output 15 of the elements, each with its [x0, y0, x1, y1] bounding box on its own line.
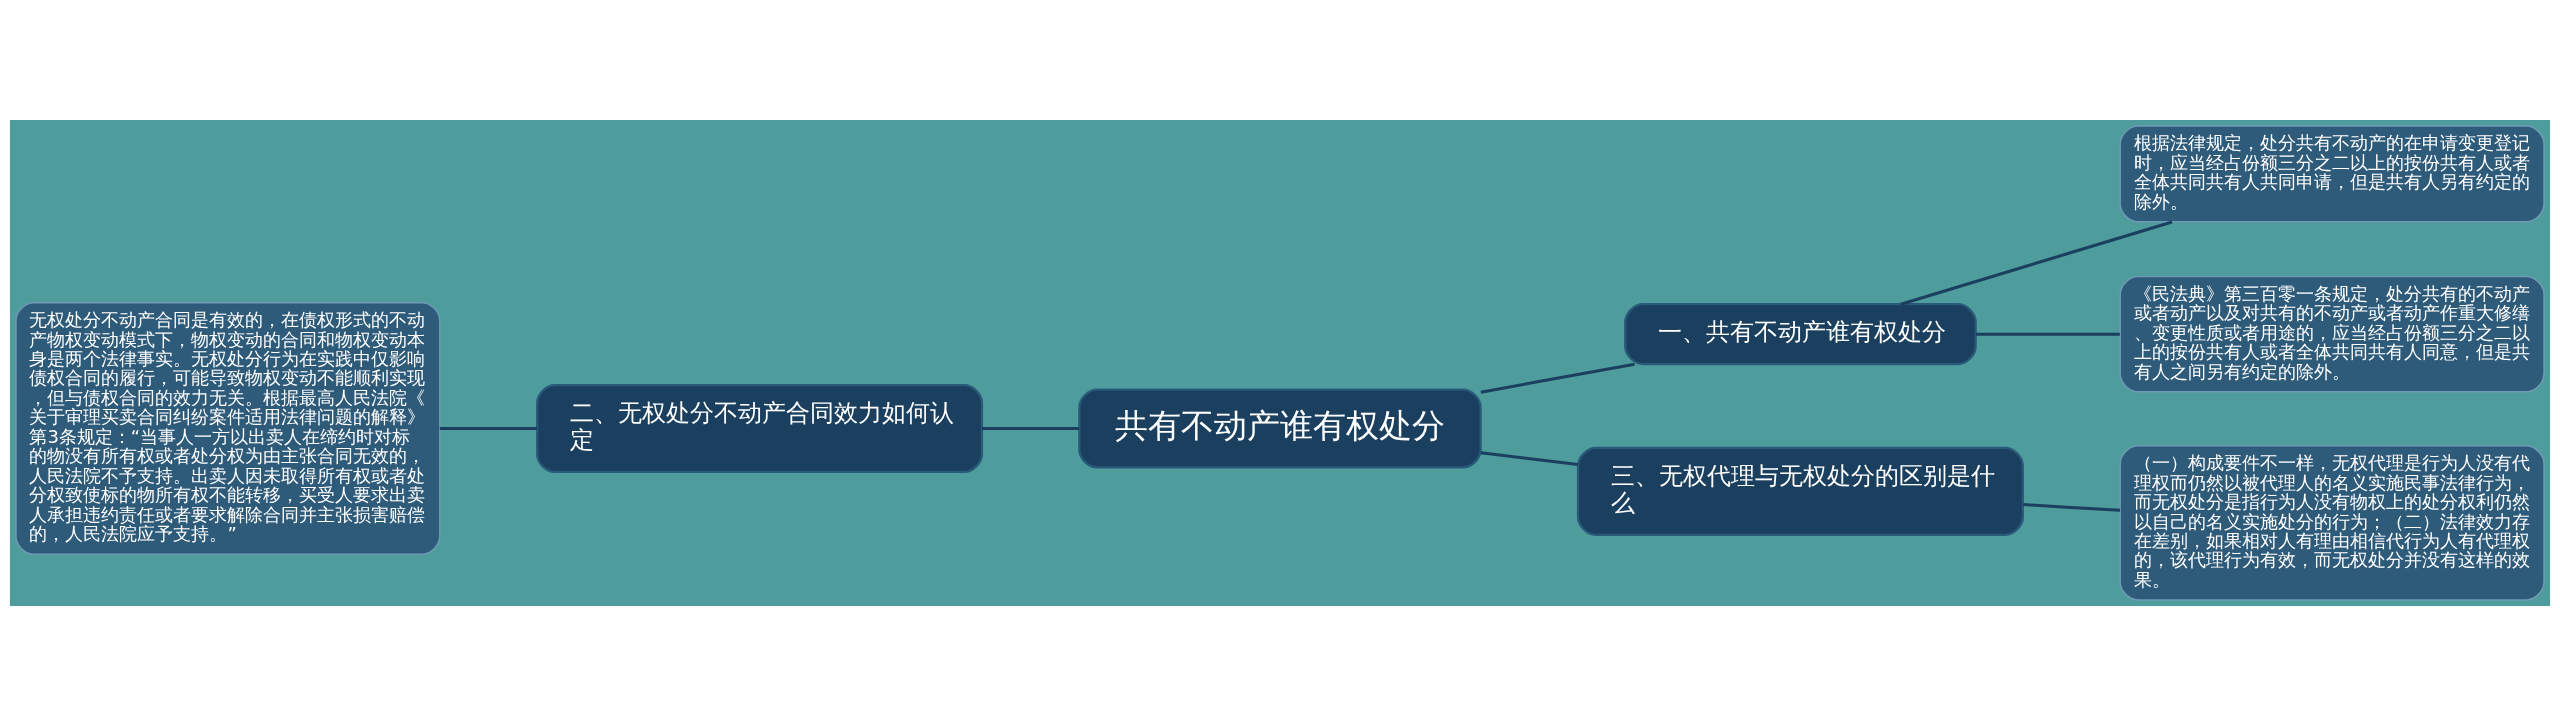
node-box: 根据法律规定，处分共有不动产的在申请变更登记时，应当经占份额三分之二以上的按份共有人或者全体共同共有人共同申请，但是共有人另有约定的除外。	[2119, 124, 2545, 223]
connector	[1480, 450, 1578, 466]
connector	[982, 426, 1080, 430]
node-box: 无权处分不动产合同是有效的，在债权形式的不动产物权变动模式下，物权变动的合同和物权变动本身是两个法律事实。无权处分行为在实践中仅影响债权合同的履行，可能导致物权变动不能顺利实现，但与债权合同的效力无关。根据最高人民法院《关于审理买卖合同纠纷案件适用法律问题的解释》第3条规定：“当事人一方以出卖人在缔约时对标的物没有所有权或者处分权为由主张合同无效的，人民法院不予支持。出卖人因未取得所有权或者处分权致使标的物所有权不能转移，买受人要求出卖人承担违约责任或者要求解除合同并主张损害赔偿的，人民法院应予支持。”	[15, 301, 441, 555]
node-box: 《民法典》第三百零一条规定，处分共有的不动产或者动产以及对共有的不动产或者动产作重大修缮、变更性质或者用途的，应当经占份额三分之二以上的按份共有人或者全体共同共有人同意，但是共有人之间另有约定的除外。	[2119, 275, 2545, 393]
node-box: 三、无权代理与无权处分的区别是什么	[1576, 446, 2024, 536]
node-box: 一、共有不动产谁有权处分	[1624, 302, 1977, 365]
connector	[2023, 502, 2121, 512]
connector	[1900, 220, 2173, 306]
connector	[1480, 362, 1635, 394]
connector	[1975, 332, 2120, 336]
node-box: 共有不动产谁有权处分	[1078, 387, 1482, 469]
node-box: （一）构成要件不一样，无权代理是行为人没有代理权而仍然以被代理人的名义实施民事法律行为，而无权处分是指行为人没有物权上的处分权利仍然以自己的名义实施处分的行为；（二）法律效力存在差别，如果相对人有理由相信代行为人有代理权的，该代理行为有效，而无权处分并没有这样的效果。	[2119, 444, 2545, 601]
connector	[439, 426, 538, 430]
node-box: 二、无权处分不动产合同效力如何认定	[536, 383, 984, 473]
